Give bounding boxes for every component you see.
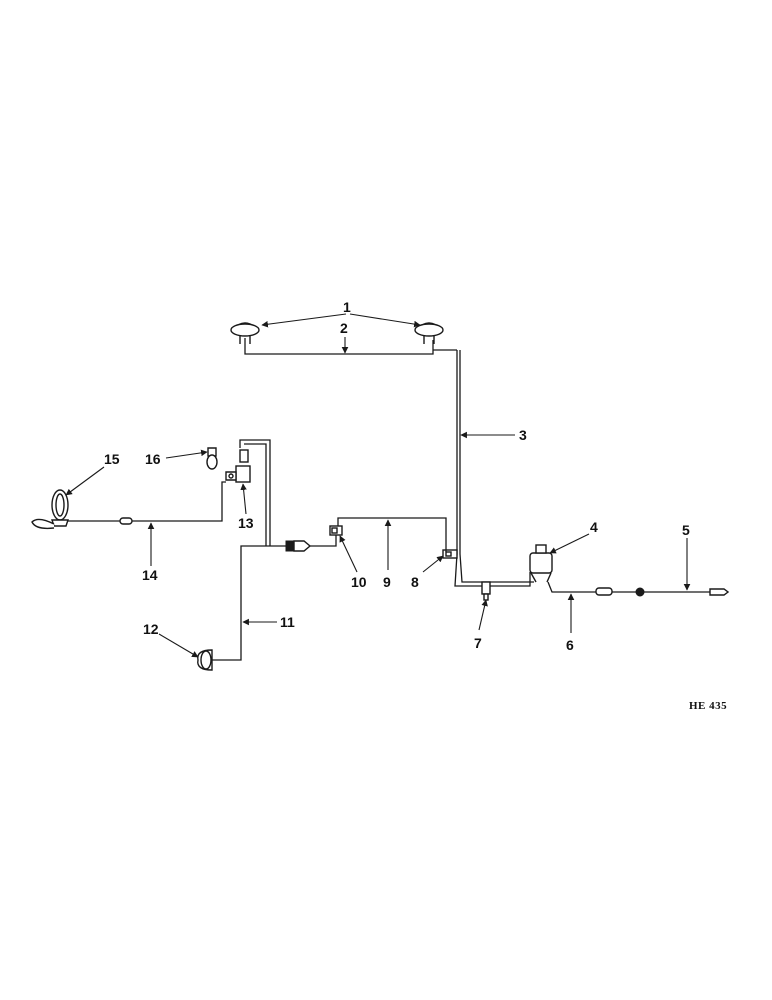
callout-2: 2 <box>340 320 348 336</box>
harness-13-loop <box>239 439 271 546</box>
callout-1: 1 <box>343 299 351 315</box>
callout-9: 9 <box>383 574 391 590</box>
headlamp-harness <box>244 338 457 355</box>
figure-code: HE 435 <box>689 700 727 712</box>
harness-14 <box>66 481 226 522</box>
callout-10: 10 <box>351 574 367 590</box>
callout-14: 14 <box>142 567 158 583</box>
headlamp-right <box>414 322 444 344</box>
main-harness-lower <box>454 553 534 587</box>
harness-11 <box>212 545 286 661</box>
in-line-fuse <box>595 587 613 596</box>
harness-14-sleeve <box>119 517 133 525</box>
connector-10-lead <box>310 535 337 547</box>
flood-lamp <box>31 489 69 530</box>
callout-16: 16 <box>145 451 161 467</box>
callout-12: 12 <box>143 621 159 637</box>
battery-terminal <box>709 588 730 596</box>
main-harness <box>456 350 461 554</box>
callout-13: 13 <box>238 515 254 531</box>
harness-9 <box>337 517 447 552</box>
clip-7 <box>481 581 491 601</box>
callout-3: 3 <box>519 427 527 443</box>
connector-ball <box>635 587 645 597</box>
callout-7: 7 <box>474 635 482 651</box>
rear-lamp <box>197 649 213 671</box>
headlamp-left <box>230 322 260 344</box>
callout-11: 11 <box>280 614 295 630</box>
leader-lines <box>65 313 691 658</box>
callout-5: 5 <box>682 522 690 538</box>
clip-8 <box>442 549 458 559</box>
switch-box <box>529 544 553 583</box>
callout-8: 8 <box>411 574 419 590</box>
callout-6: 6 <box>566 637 574 653</box>
bulb-16 <box>206 447 218 470</box>
callout-15: 15 <box>104 451 120 467</box>
connector-10 <box>329 525 343 536</box>
harness-6 <box>547 581 596 593</box>
plug-connector <box>285 540 312 552</box>
callout-4: 4 <box>590 519 598 535</box>
switch-13 <box>225 449 251 483</box>
